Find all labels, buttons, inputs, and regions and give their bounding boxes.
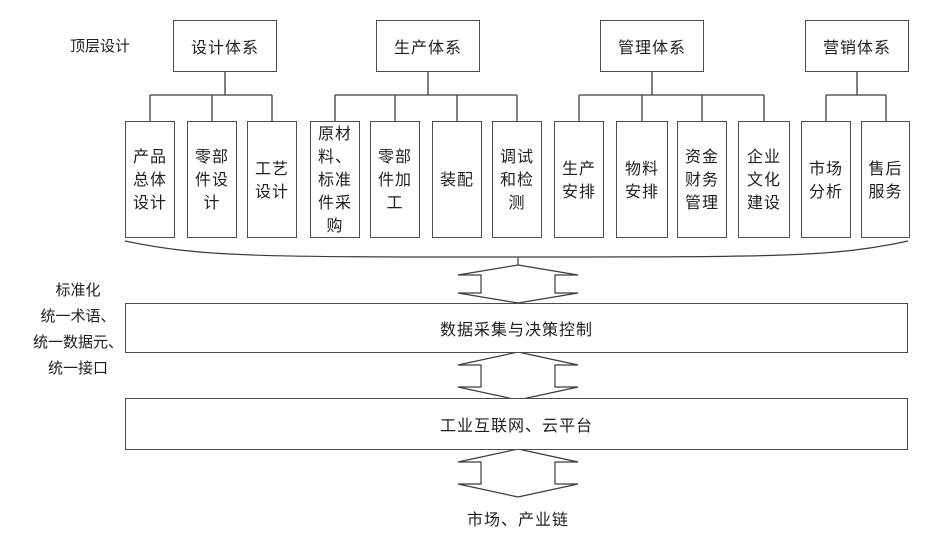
up-down-arrow-icon: [457, 264, 579, 304]
system-box-production: 生产体系: [376, 20, 480, 72]
process-box-assembly: 装配: [432, 121, 482, 238]
top-level-design-label: 顶层设计: [69, 37, 130, 55]
up-down-arrow-icon: [457, 351, 579, 401]
process-box-material-scheduling: 物料安排: [616, 121, 668, 238]
system-box-management: 管理体系: [600, 20, 704, 72]
up-down-arrow-icon: [457, 448, 579, 498]
process-box-finance-management: 资金财务管理: [677, 121, 727, 238]
system-box-marketing: 营销体系: [805, 20, 909, 72]
process-box-product-overall-design: 产品总体设计: [125, 121, 175, 238]
process-box-parts-design: 零部件设计: [187, 121, 237, 238]
process-box-market-analysis: 市场分析: [801, 121, 851, 238]
management-group-connector: [578, 72, 765, 121]
marketing-group-connector: [825, 72, 887, 121]
process-box-debug-inspection: 调试和检测: [492, 121, 542, 238]
design-group-connector: [149, 72, 273, 121]
process-box-production-scheduling: 生产安排: [554, 121, 604, 238]
industrial-internet-cloud-platform-box: 工业互联网、云平台: [125, 398, 908, 450]
data-collection-decision-control-box: 数据采集与决策控制: [125, 303, 908, 353]
brace-connector: [124, 240, 909, 265]
standardization-label: 标准化 统一术语、 统一数据元、 统一接口: [32, 281, 123, 377]
process-box-parts-machining: 零部件加工: [370, 121, 420, 238]
process-box-raw-material-procurement: 原材料、标准件采购: [310, 121, 360, 238]
process-box-corporate-culture: 企业文化建设: [738, 121, 790, 238]
process-box-after-sales-service: 售后服务: [861, 121, 910, 238]
market-industry-chain-label: 市场、产业链: [466, 510, 569, 529]
production-group-connector: [334, 72, 518, 121]
system-box-design: 设计体系: [173, 20, 277, 72]
process-box-process-design: 工艺设计: [247, 121, 297, 238]
